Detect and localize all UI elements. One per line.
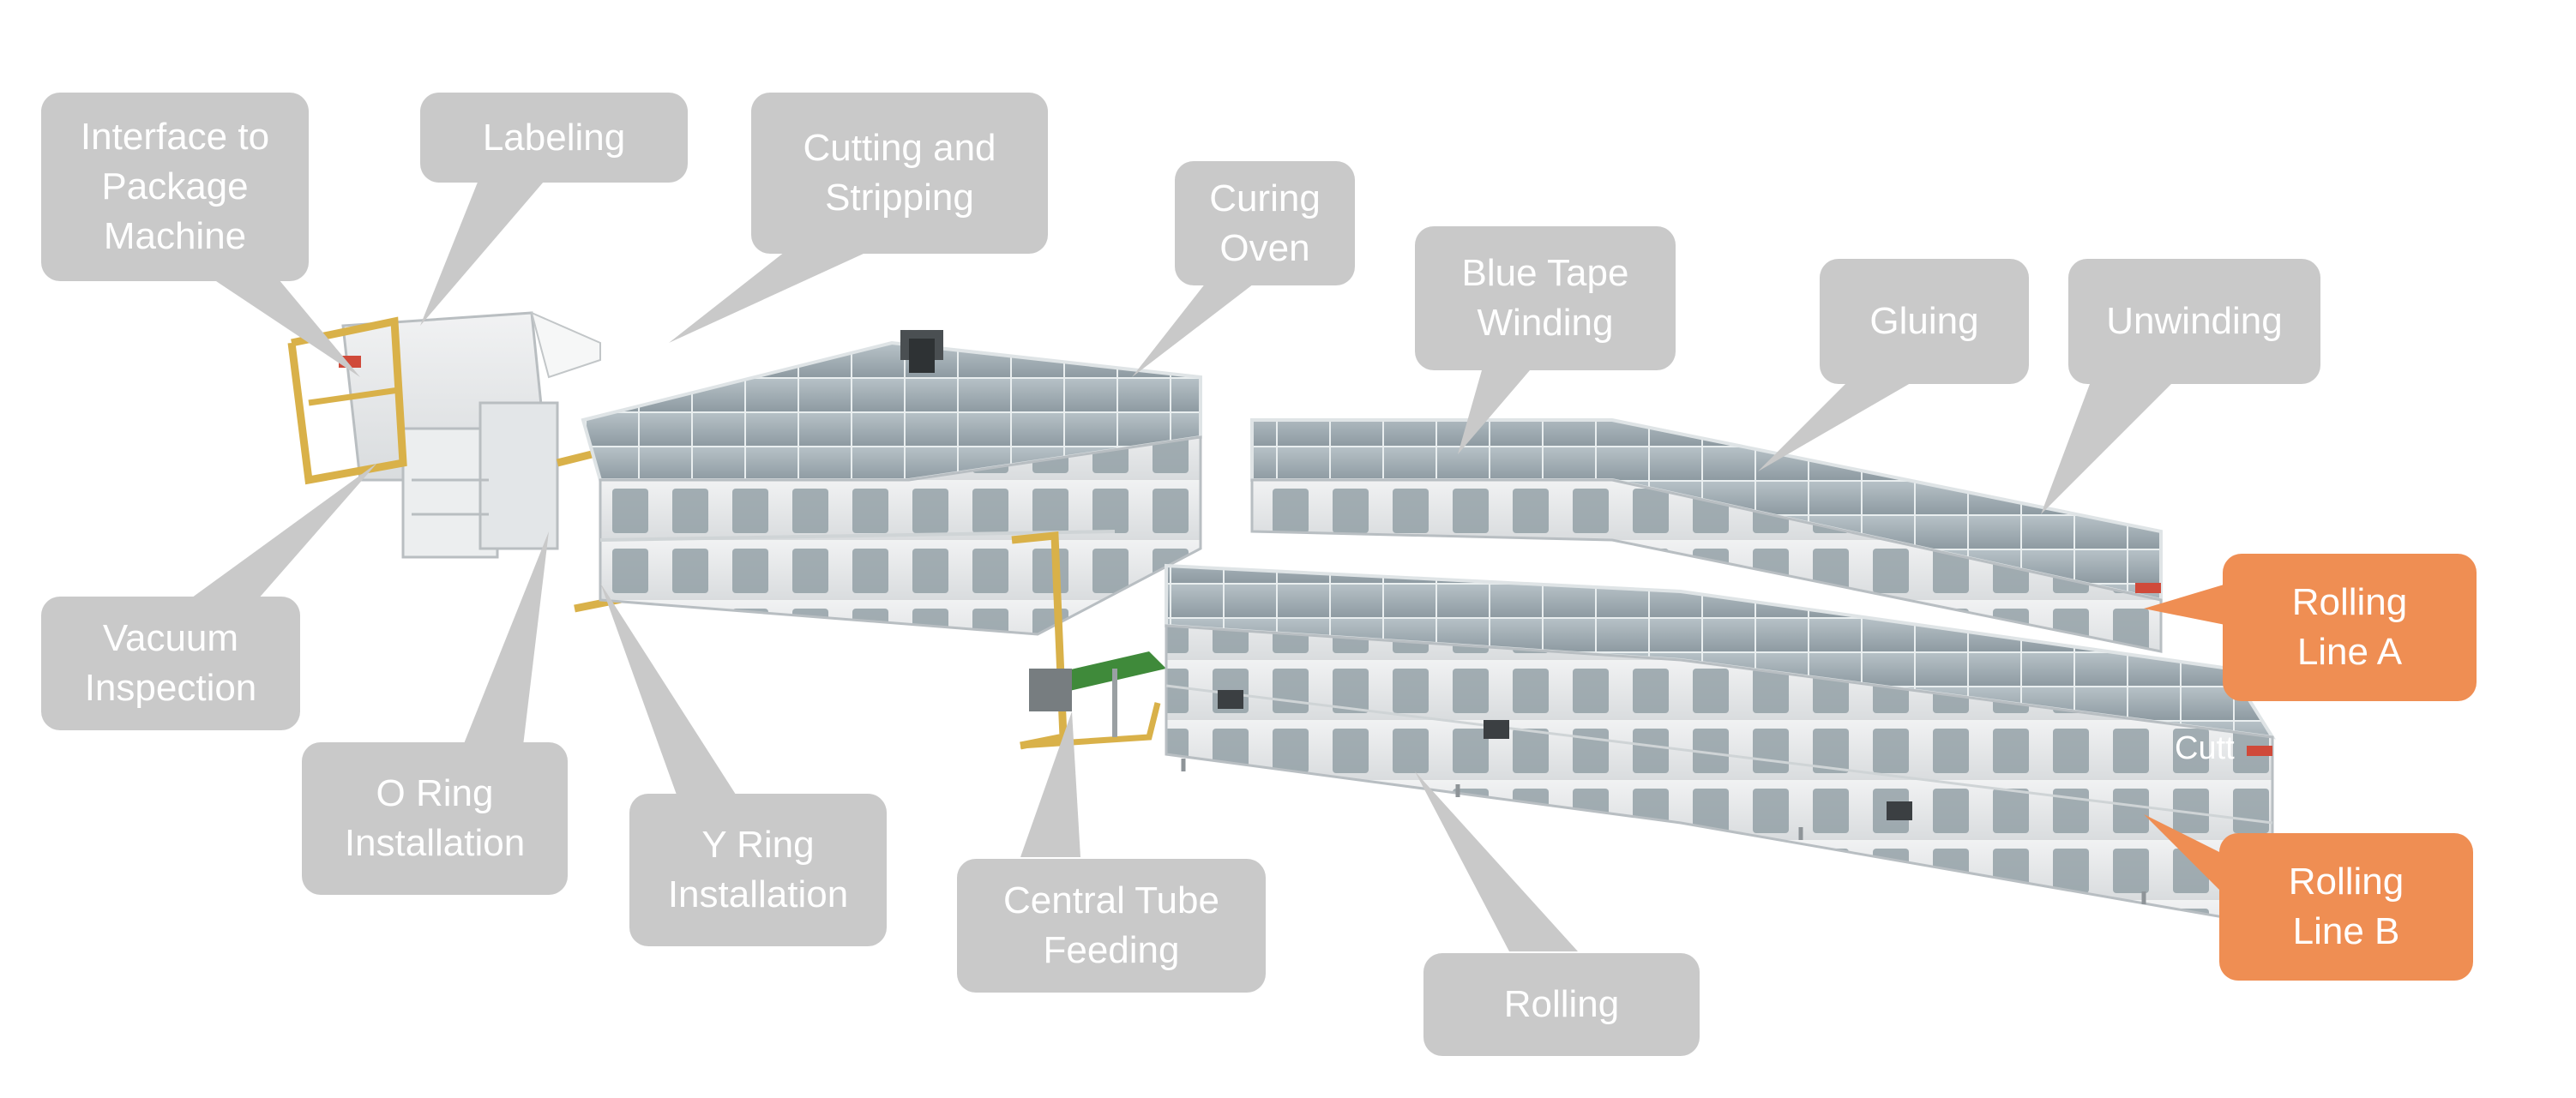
o-ring-callout-tail (463, 531, 549, 746)
central-tube-callout-tail (1020, 711, 1080, 857)
gluing-callout: Gluing (1820, 259, 2029, 384)
unwinding-callout: Unwinding (2068, 259, 2320, 384)
callout-tails (189, 176, 2230, 951)
packaging-section (287, 311, 622, 613)
rolling-callout-tail (1415, 771, 1578, 951)
rolling-line-b-machine (1165, 563, 2276, 927)
curing-oven-section (581, 330, 1202, 636)
curing-callout-tail (1132, 279, 1261, 377)
rolling-line-b-callout: Rolling Line B (2219, 833, 2473, 981)
cutting-callout-tail (669, 249, 875, 343)
unwinding-callout-tail (2041, 377, 2178, 514)
y-ring-callout: Y Ring Installation (629, 794, 887, 946)
cutting-callout: Cutting and Stripping (751, 93, 1048, 254)
vacuum-callout-tail (189, 463, 377, 600)
blue-tape-callout-tail (1458, 364, 1535, 454)
o-ring-callout: O Ring Installation (302, 742, 568, 895)
gluing-callout-tail (1758, 377, 1921, 471)
curing-callout: Curing Oven (1175, 161, 1355, 285)
vacuum-callout: Vacuum Inspection (41, 597, 300, 730)
rolling-line-a-callout: Rolling Line A (2223, 554, 2477, 701)
central-tube-callout: Central Tube Feeding (957, 859, 1266, 993)
rolling-callout: Rolling (1423, 953, 1700, 1056)
y-ring-callout-tail (600, 583, 737, 797)
machine-illustration (287, 311, 2276, 927)
labeling-callout-tail (420, 176, 549, 326)
interface-callout-tail (206, 274, 360, 377)
rolling-line-a-machine (1250, 418, 2163, 653)
interface-callout: Interface to Package Machine (41, 93, 309, 281)
rolling-line-a-callout-tail (2144, 583, 2230, 626)
cutting-stray-label: Cutt (2175, 730, 2235, 766)
labeling-callout: Labeling (420, 93, 688, 183)
blue-tape-callout: Blue Tape Winding (1415, 226, 1676, 370)
rolling-line-b-callout-tail (2144, 814, 2230, 900)
